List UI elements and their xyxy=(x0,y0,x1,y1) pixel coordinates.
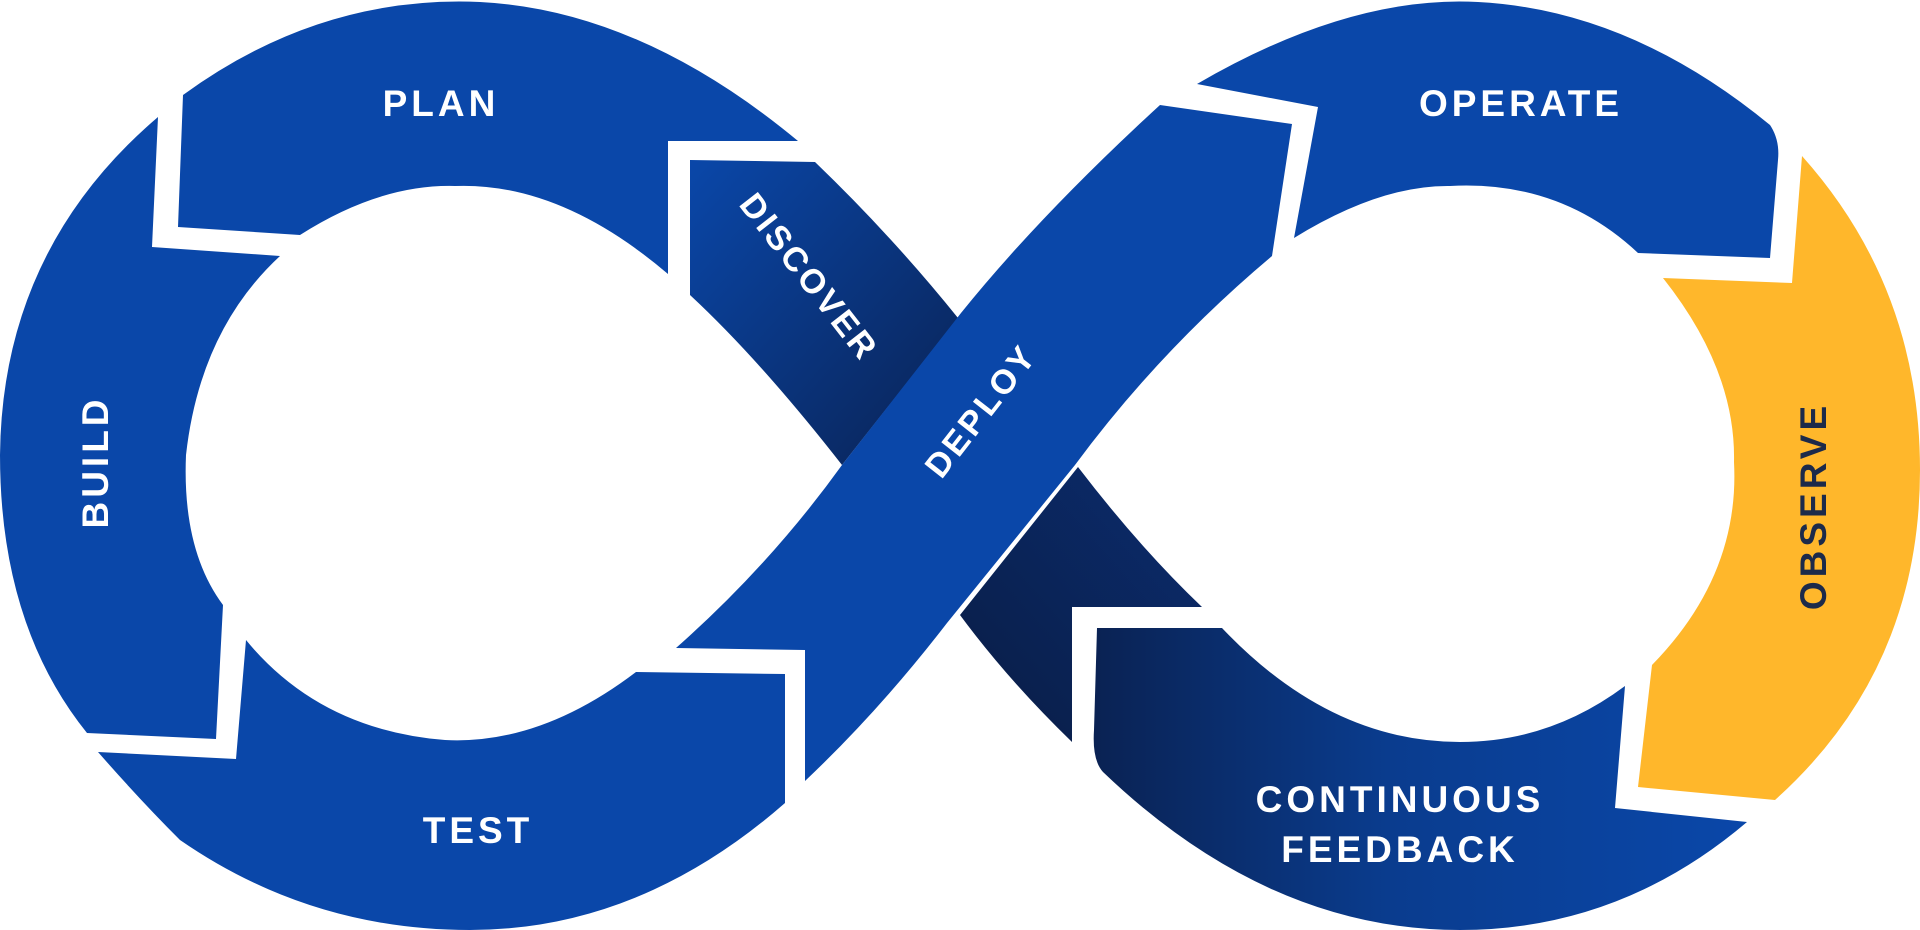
test-segment xyxy=(98,640,785,930)
crossing-shadow-segment xyxy=(960,467,1202,742)
observe-segment xyxy=(1638,156,1920,800)
build-segment xyxy=(0,117,280,739)
operate-segment xyxy=(1197,1,1779,258)
operate-label: OPERATE xyxy=(1419,83,1623,124)
continuous-feedback-label-line2: FEEDBACK xyxy=(1281,829,1519,870)
discover-segment xyxy=(690,160,958,465)
continuous-feedback-label-line1: CONTINUOUS xyxy=(1256,779,1545,820)
plan-segment xyxy=(178,1,798,274)
continuous-feedback-segment xyxy=(1093,628,1747,930)
test-label: TEST xyxy=(423,810,534,851)
deploy-segment xyxy=(676,105,1292,781)
build-label: BUILD xyxy=(75,395,116,528)
plan-label: PLAN xyxy=(383,83,500,124)
observe-label: OBSERVE xyxy=(1793,402,1834,610)
